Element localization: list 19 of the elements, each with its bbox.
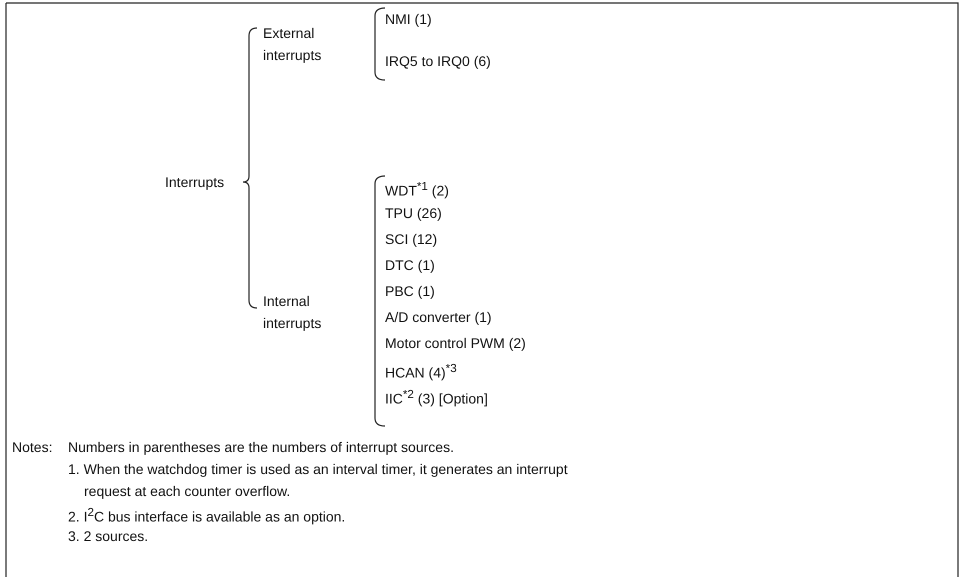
root-heading: Interrupts [165,173,226,192]
list-item: NMI (1) [385,10,433,29]
list-item: A/D converter (1) [385,308,493,327]
list-item: TPU (26) [385,204,443,223]
note-text: 2. I$^{2}$C bus interface is available as an option. [68,505,346,527]
note-text: 1. When the watchdog timer is used as an interval timer, it generates an interrupt request at each counter overflow. [68,460,569,501]
note-text: 3. 2 sources. [68,527,150,546]
notes-heading: Notes: [12,438,54,457]
list-item: DTC (1) [385,256,436,275]
list-item: SCI (12) [385,230,438,249]
list-item: WDT$^{*1}$ (2) [385,179,450,201]
group-heading: External interrupts [263,24,322,65]
list-item: Motor control PWM (2) [385,334,527,353]
list-item: PBC (1) [385,282,436,301]
list-item: IIC$^{*2}$ (3) [Option] [385,387,489,409]
list-item: IRQ5 to IRQ0 (6) [385,52,492,71]
group-heading: Internal interrupts [263,292,322,333]
note-text: Numbers in parentheses are the numbers of interrupt sources. [68,438,455,457]
list-item: HCAN (4)$^{*3}$ [385,361,458,383]
